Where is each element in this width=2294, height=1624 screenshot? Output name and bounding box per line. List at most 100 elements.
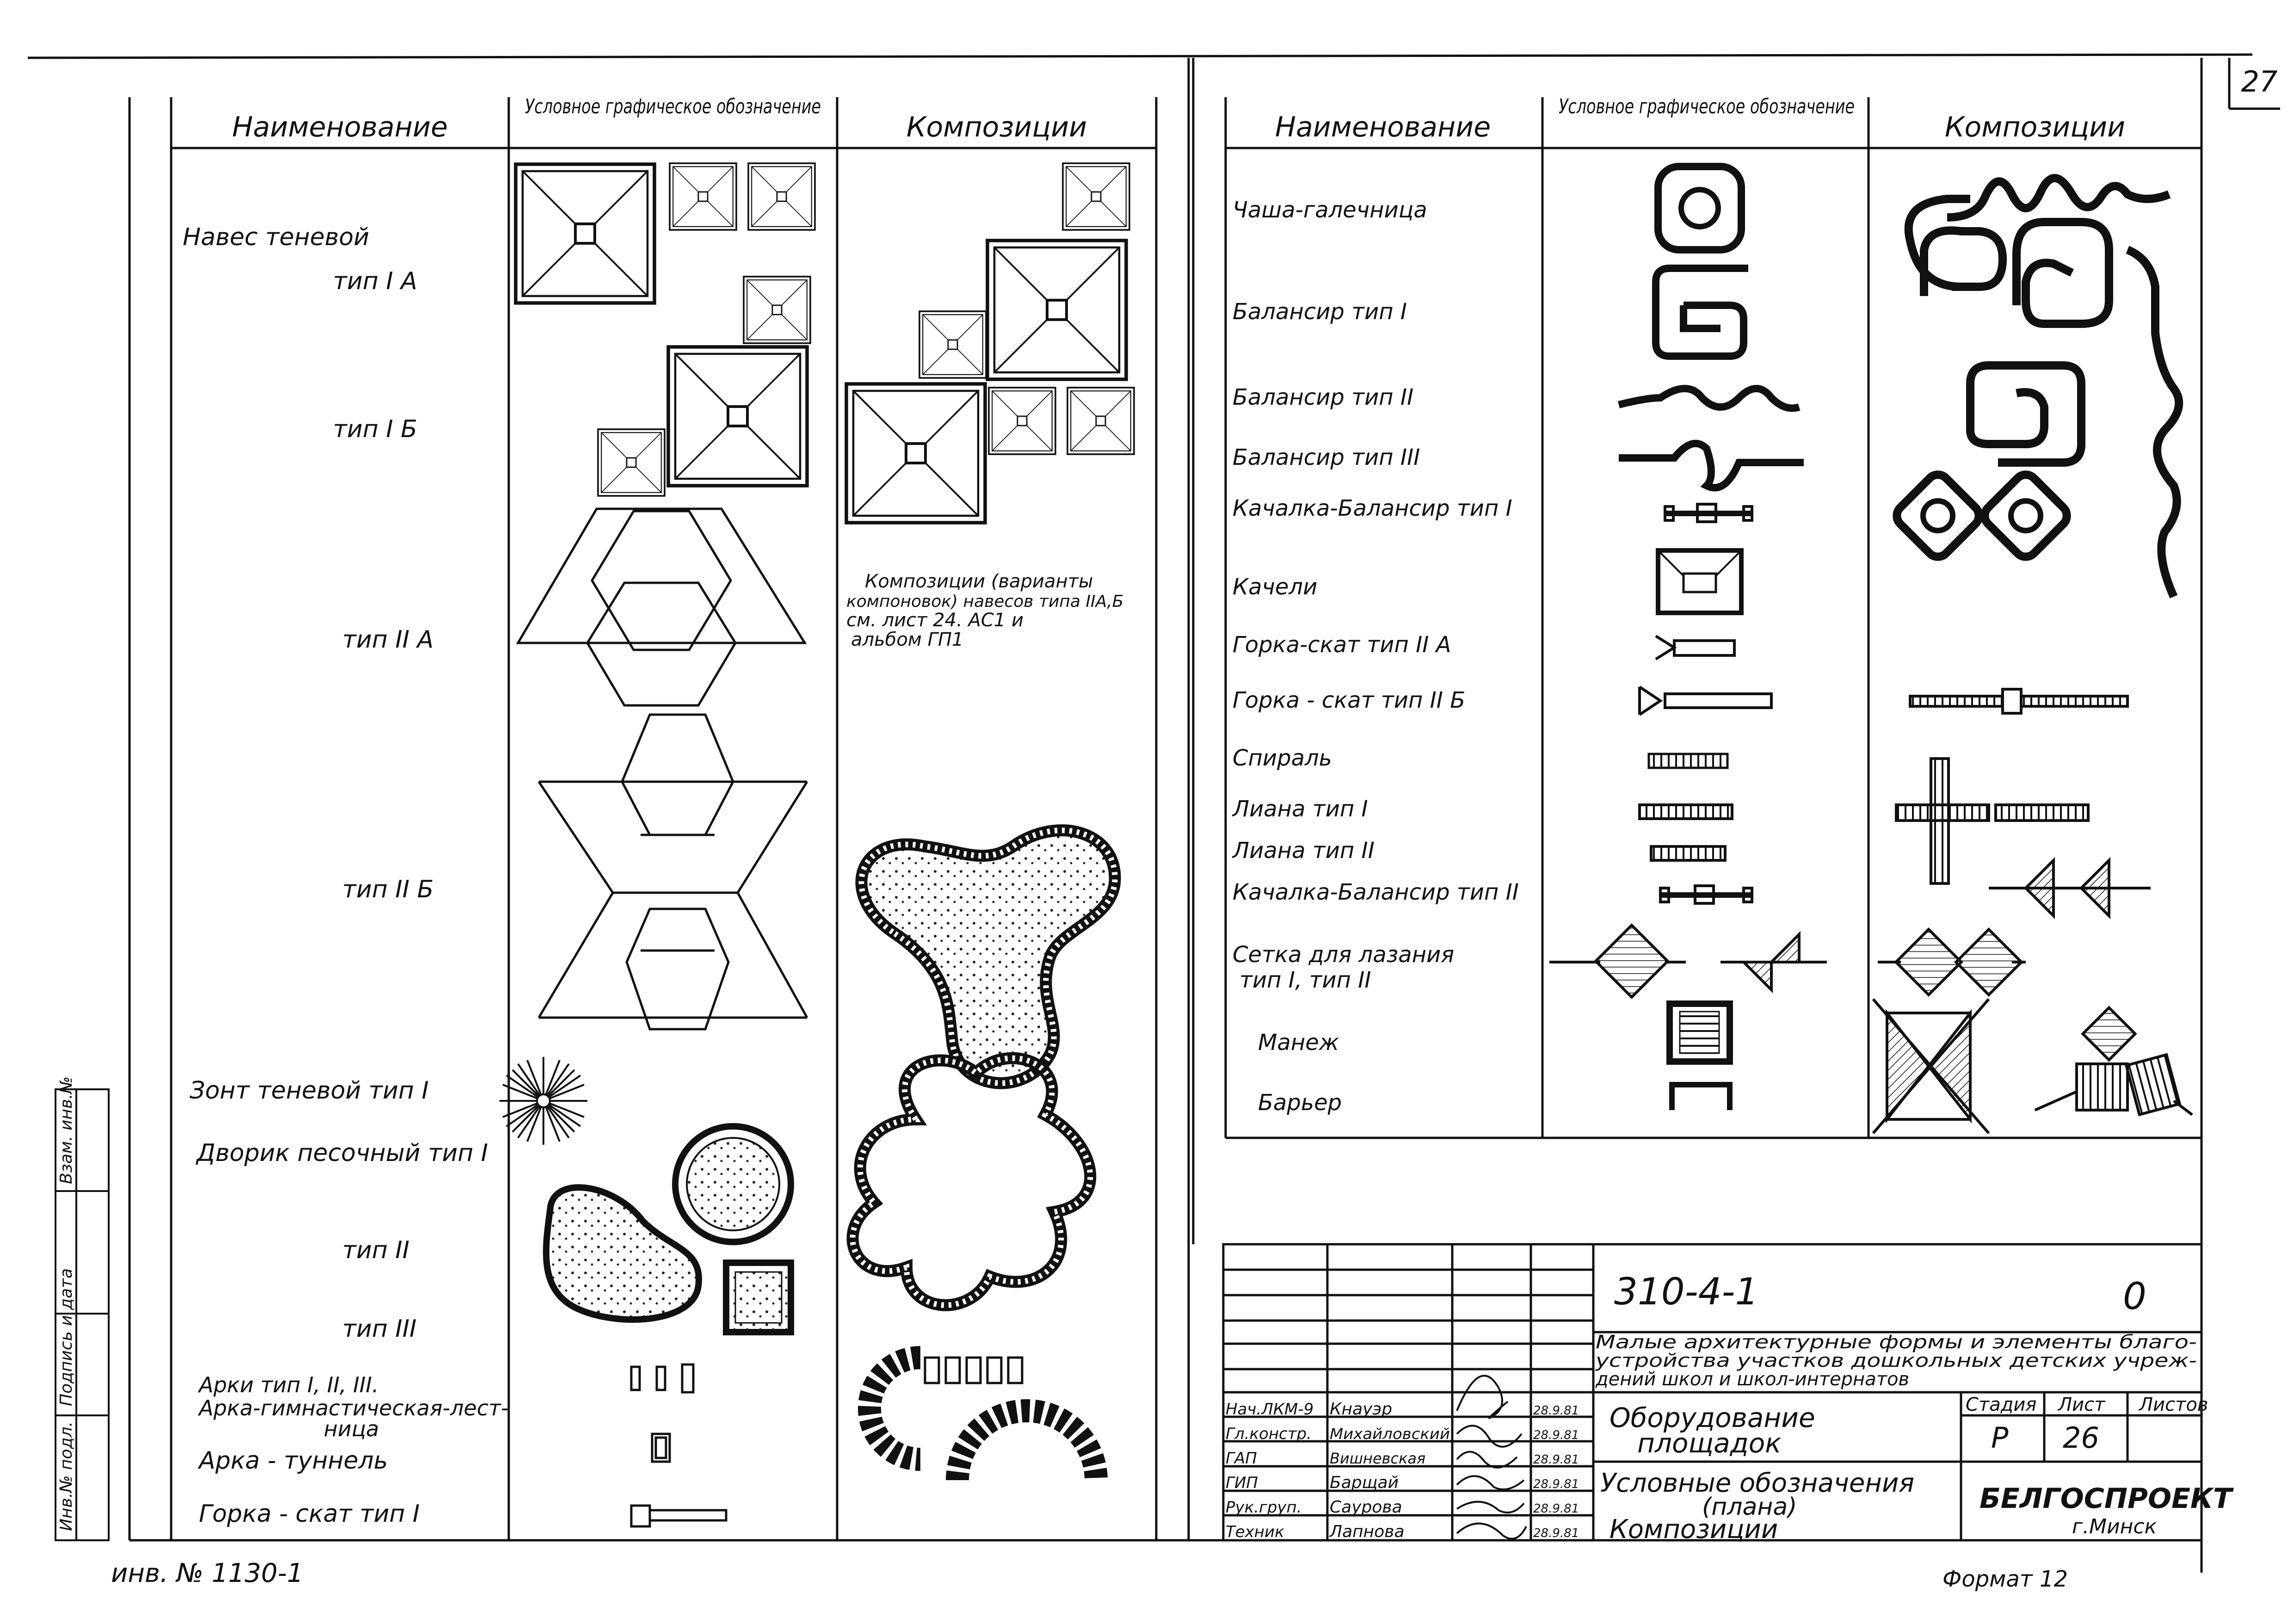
slide-1-symbol <box>630 1504 728 1528</box>
organization: БЕЛГОСПРОЕКТ <box>1980 1482 2234 1515</box>
organization-city: г.Минск <box>2072 1515 2157 1538</box>
description-line-2: устройства участков дошкольных детских у… <box>1595 1350 2197 1371</box>
svg-text:Манеж: Манеж <box>1258 1030 1339 1056</box>
net-composition <box>1878 857 2151 997</box>
svg-text:Чаша-галечница: Чаша-галечница <box>1233 197 1427 223</box>
svg-text:Рук.груп.: Рук.груп. <box>1226 1498 1302 1517</box>
canopy-2b-symbol <box>537 713 808 1031</box>
right-compositions <box>1893 174 2183 599</box>
svg-text:28.9.81: 28.9.81 <box>1533 1453 1579 1467</box>
svg-text:28.9.81: 28.9.81 <box>1533 1502 1579 1516</box>
pebble-bowl-symbol <box>1654 163 1745 253</box>
description-line-3: дений школ и школ-интернатов <box>1595 1369 1909 1390</box>
page-number: 27 <box>2241 65 2278 99</box>
balance-2-symbol <box>1618 385 1801 412</box>
sheets-header: Листов <box>2138 1394 2208 1415</box>
row-label-arches: Арки тип I, II, III. <box>197 1372 379 1397</box>
row-label-canopy: Навес теневой <box>183 223 369 251</box>
svg-text:тип I, тип II: тип I, тип II <box>1240 967 1371 993</box>
svg-text:Лиана тип I: Лиана тип I <box>1232 796 1368 822</box>
svg-text:Горка - скат тип II Б: Горка - скат тип II Б <box>1233 687 1465 713</box>
svg-text:Качалка-Балансир тип II: Качалка-Балансир тип II <box>1233 879 1519 905</box>
svg-text:28.9.81: 28.9.81 <box>1533 1526 1579 1540</box>
arches-symbol <box>630 1363 695 1463</box>
format-label: Формат 12 <box>1942 1566 2068 1592</box>
row-label-umbrella: Зонт теневой тип I <box>190 1077 429 1105</box>
left-row-labels: Навес теневой тип I А тип I Б тип II А т… <box>183 223 509 1528</box>
right-table-grid <box>1224 97 2203 1139</box>
sheet-value: 26 <box>2063 1421 2099 1455</box>
svg-text:ГАП: ГАП <box>1226 1449 1257 1468</box>
right-header-symbol: Условное графическое обозначение <box>1559 95 1855 118</box>
svg-text:Качели: Качели <box>1233 574 1317 600</box>
svg-text:Горка-скат тип II А: Горка-скат тип II А <box>1233 632 1451 658</box>
svg-text:Саурова: Саурова <box>1330 1498 1402 1517</box>
canopy-note: Композиции (варианты компоновок) навесов… <box>846 571 1123 650</box>
playpen-composition <box>1872 998 2193 1134</box>
row-label-canopy-2b: тип II Б <box>342 876 434 903</box>
title-equipment: Оборудование <box>1610 1402 1815 1433</box>
title-legend: Условные обозначения <box>1600 1468 1914 1498</box>
svg-text:ГИП: ГИП <box>1226 1474 1258 1492</box>
svg-text:Михайловский: Михайловский <box>1330 1425 1450 1443</box>
liana-2-symbol <box>1650 845 1727 862</box>
sandbox-3-symbol <box>723 1260 794 1335</box>
row-label-canopy-1b: тип I Б <box>333 415 417 443</box>
liana-1-symbol <box>1638 803 1733 820</box>
document-code: 310-4-1 <box>1614 1270 1758 1313</box>
svg-text:Вишневская: Вишневская <box>1330 1450 1425 1467</box>
svg-text:Балансир тип I: Балансир тип I <box>1233 299 1407 325</box>
sandbox-quatrefoil-composition <box>846 1052 1097 1311</box>
slide-composition <box>1909 688 2129 715</box>
svg-text:28.9.81: 28.9.81 <box>1533 1477 1579 1491</box>
svg-text:Композиции (варианты: Композиции (варианты <box>865 571 1093 592</box>
svg-text:Кнауэр: Кнауэр <box>1330 1400 1392 1419</box>
rocking-balance-1-symbol <box>1664 503 1753 523</box>
title-areas: площадок <box>1637 1427 1781 1459</box>
svg-text:Балансир тип II: Балансир тип II <box>1233 384 1413 410</box>
barrier-symbol <box>1669 1082 1733 1110</box>
sandbox-trefoil-composition <box>855 824 1121 1089</box>
row-label-gym-arch-2: ница <box>324 1416 379 1441</box>
umbrella-symbol <box>500 1057 587 1145</box>
row-label-gym-arch: Арка-гимнастическая-лест- <box>197 1396 509 1420</box>
row-label-sandbox-2: тип II <box>342 1236 409 1264</box>
row-label-sandbox-3: тип III <box>342 1315 417 1343</box>
title-compositions: Композиции <box>1610 1514 1778 1544</box>
right-header-name: Наименование <box>1275 111 1491 143</box>
svg-text:Техник: Техник <box>1226 1523 1284 1541</box>
svg-text:Спираль: Спираль <box>1233 745 1332 771</box>
signatures <box>1456 1375 1527 1540</box>
row-label-sandbox-1: Дворик песочный тип I <box>196 1139 488 1167</box>
right-header-compositions: Композиции <box>1945 111 2125 143</box>
title-block-grid <box>1222 1243 2203 1542</box>
stage-header: Стадия <box>1966 1394 2036 1415</box>
swing-symbol <box>1656 548 1744 615</box>
sheet-header: Лист <box>2057 1394 2106 1415</box>
liana-composition <box>1895 757 2090 885</box>
canopy-composition <box>846 162 1135 523</box>
svg-text:28.9.81: 28.9.81 <box>1533 1404 1579 1418</box>
rocking-balance-2-symbol <box>1659 884 1753 905</box>
staff-rows: Нач.ЛКМ-9 Кнауэр 28.9.81 Гл.констр. Миха… <box>1226 1400 1579 1541</box>
row-label-canopy-2a: тип II А <box>342 626 433 654</box>
side-stamp-inv: Инв.№ подл. <box>57 1421 76 1531</box>
description-line-1: Малые архитектурные формы и элементы бла… <box>1596 1332 2197 1353</box>
slide-2b-symbol <box>1638 685 1773 716</box>
svg-text:Балансир тип III: Балансир тип III <box>1233 445 1420 470</box>
balance-1-symbol <box>1652 265 1748 360</box>
title-plan: (плана) <box>1702 1493 1797 1521</box>
row-label-slide-1: Горка - скат тип I <box>199 1500 420 1528</box>
left-header-symbol: Условное графическое обозначение <box>525 95 821 118</box>
sandbox-1-symbol <box>672 1123 794 1245</box>
svg-text:Гл.констр.: Гл.констр. <box>1226 1425 1312 1443</box>
row-label-tunnel-arch: Арка - туннель <box>197 1447 388 1475</box>
sheet-mark: 0 <box>2123 1275 2146 1318</box>
left-header-name: Наименование <box>232 111 448 143</box>
svg-text:компоновок) навесов типа IIА,Б: компоновок) навесов типа IIА,Б <box>846 592 1123 611</box>
balance-3-symbol <box>1619 439 1804 492</box>
side-stamp-sign: Подпись и дата <box>57 1268 76 1406</box>
svg-text:Сетка для лазания: Сетка для лазания <box>1233 942 1454 968</box>
svg-text:Качалка-Балансир тип I: Качалка-Балансир тип I <box>1233 495 1512 521</box>
